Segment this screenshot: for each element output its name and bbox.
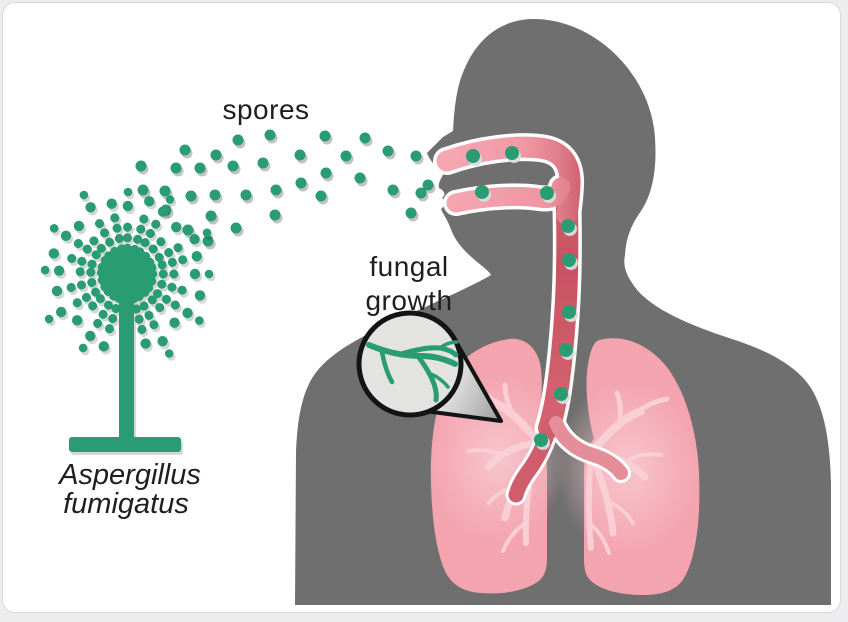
magnifier-lens <box>356 310 464 418</box>
trachea-tube <box>538 197 579 439</box>
fungus-stalk <box>119 291 134 441</box>
fungal-growth-label-line2: growth <box>365 285 452 316</box>
nasal-passage-tube <box>436 136 581 226</box>
inhaled-spore-dots <box>466 146 576 447</box>
right-main-bronchus <box>549 416 628 480</box>
species-label-line1: Aspergillus <box>57 459 201 491</box>
aspergillus-conidiophore-icon <box>40 187 214 452</box>
branching-hyphae-icon <box>366 340 459 403</box>
figure-card: spores fungal growth Aspergillus fumigat… <box>2 2 841 613</box>
fungal-growth-label-line1: fungal <box>369 251 448 282</box>
fungus-base <box>69 437 181 452</box>
fungus-head-center <box>100 247 154 301</box>
diagram-canvas: spores fungal growth Aspergillus fumigat… <box>40 18 831 605</box>
respiratory-tract-icon <box>433 133 631 506</box>
magnifier-circle-icon <box>356 310 503 423</box>
spores-label: spores <box>222 94 309 125</box>
spore-dots-icon <box>135 129 434 247</box>
species-label-line2: fumigatus <box>63 488 189 520</box>
